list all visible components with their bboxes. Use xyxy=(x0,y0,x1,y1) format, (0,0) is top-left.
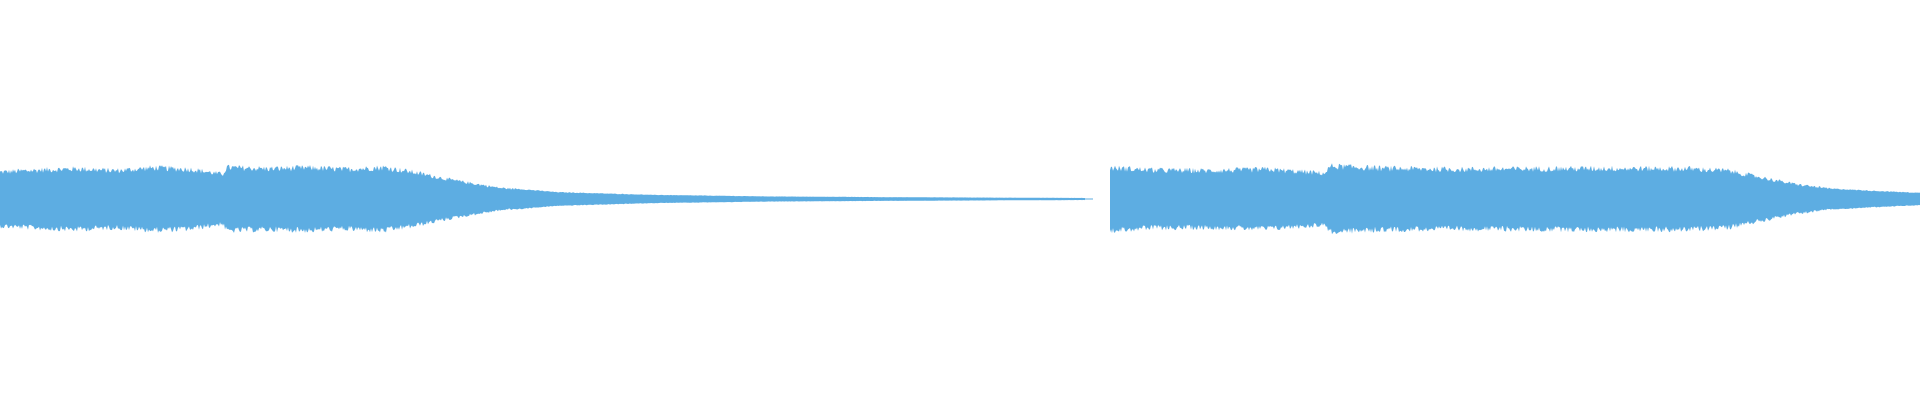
waveform-segment-2 xyxy=(1110,163,1920,235)
waveform-segment-1 xyxy=(0,164,1085,233)
waveform-layer xyxy=(0,163,1920,235)
